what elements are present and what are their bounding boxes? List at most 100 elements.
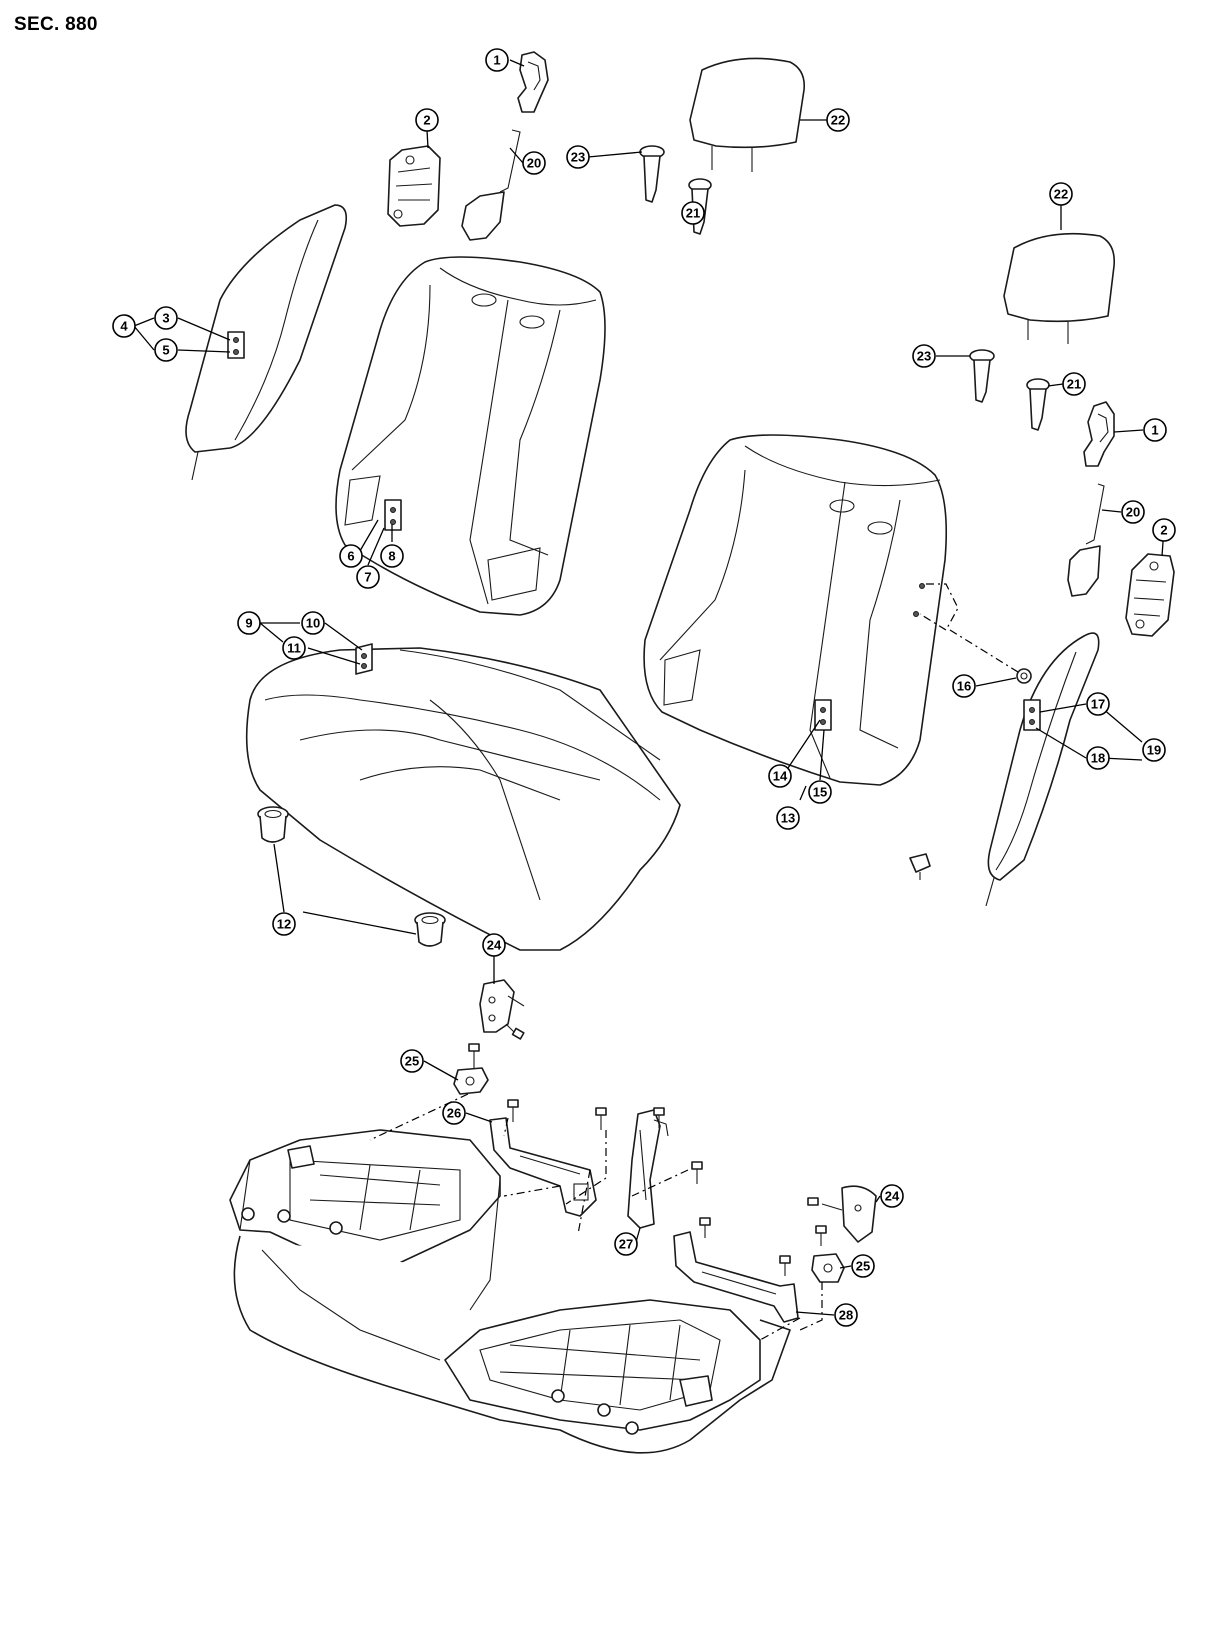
callout-14: 14 (768, 764, 792, 788)
callout-10: 10 (301, 611, 325, 635)
svg-text:21: 21 (686, 206, 700, 221)
part-20-lever-right (1067, 483, 1105, 597)
svg-text:17: 17 (1091, 697, 1105, 712)
callout-26: 26 (442, 1101, 466, 1125)
svg-text:12: 12 (277, 917, 291, 932)
part-16-clip (1016, 668, 1032, 684)
callout-5: 5 (154, 338, 178, 362)
callout-1-top: 1 (485, 48, 509, 72)
callout-7: 7 (356, 565, 380, 589)
svg-text:25: 25 (856, 1259, 870, 1274)
callout-27: 27 (614, 1232, 638, 1256)
svg-text:16: 16 (957, 679, 971, 694)
part-22-headrest-top (689, 57, 806, 172)
callout-13: 13 (776, 806, 800, 830)
callout-21-top: 21 (681, 201, 705, 225)
part-22-headrest-right (1003, 232, 1116, 344)
svg-text:23: 23 (917, 349, 931, 364)
svg-text:11: 11 (287, 641, 301, 656)
callout-4: 4 (112, 314, 136, 338)
svg-text:22: 22 (831, 113, 845, 128)
callout-20-top: 20 (522, 151, 546, 175)
svg-text:1: 1 (493, 53, 500, 68)
part-12-grommet-upper (257, 806, 289, 843)
svg-text:26: 26 (447, 1106, 461, 1121)
callout-21-right: 21 (1062, 372, 1086, 396)
svg-text:27: 27 (619, 1237, 633, 1252)
callout-23-top: 23 (566, 145, 590, 169)
svg-text:4: 4 (120, 319, 128, 334)
svg-text:2: 2 (1160, 523, 1167, 538)
svg-text:2: 2 (423, 113, 430, 128)
callout-2-right: 2 (1152, 518, 1176, 542)
svg-text:9: 9 (245, 616, 252, 631)
callout-12: 12 (272, 912, 296, 936)
seatback-left (335, 256, 606, 616)
callout-1-right: 1 (1143, 418, 1167, 442)
callout-20-right: 20 (1121, 500, 1145, 524)
svg-text:20: 20 (527, 156, 541, 171)
svg-text:21: 21 (1067, 377, 1081, 392)
part-28-hinge-bracket (673, 1231, 799, 1323)
part-25-plate-lower (811, 1253, 845, 1283)
svg-text:1: 1 (1151, 423, 1158, 438)
svg-text:23: 23 (571, 150, 585, 165)
leader-lines (133, 59, 1165, 1316)
svg-text:5: 5 (162, 343, 169, 358)
side-panel-left (185, 204, 348, 481)
part-1-latch-right (1083, 401, 1115, 467)
part-27-center-bracket (627, 1109, 669, 1229)
part-1-latch-top (517, 51, 549, 113)
svg-text:18: 18 (1091, 751, 1105, 766)
seatback-right (643, 434, 947, 786)
svg-text:14: 14 (773, 769, 788, 784)
part-26-hinge-bracket (489, 1117, 597, 1217)
svg-text:20: 20 (1126, 505, 1140, 520)
seat-cushion (245, 643, 681, 951)
part-25-plate-upper (453, 1067, 489, 1095)
side-panel-right (985, 632, 1100, 907)
callout-19: 19 (1142, 738, 1166, 762)
svg-text:10: 10 (306, 616, 320, 631)
part-24-bracket-lower (807, 1185, 877, 1243)
callout-24-lower: 24 (880, 1184, 904, 1208)
part-21-lock-guide-right (1026, 378, 1050, 431)
part-12-grommet-lower (414, 912, 446, 947)
part-23-guide-top (639, 145, 665, 203)
svg-text:24: 24 (487, 938, 502, 953)
screws (507, 1099, 827, 1276)
svg-text:3: 3 (162, 311, 169, 326)
callout-25-lower: 25 (851, 1254, 875, 1278)
callout-28: 28 (834, 1303, 858, 1327)
callout-25-upper: 25 (400, 1049, 424, 1073)
seatback-frame-assembly (229, 1129, 791, 1454)
svg-text:13: 13 (781, 811, 795, 826)
callout-22-right: 22 (1049, 182, 1073, 206)
callout-24-upper: 24 (482, 933, 506, 957)
svg-text:19: 19 (1147, 743, 1161, 758)
svg-text:8: 8 (388, 549, 395, 564)
svg-text:22: 22 (1054, 187, 1068, 202)
callout-8: 8 (380, 544, 404, 568)
callout-16: 16 (952, 674, 976, 698)
svg-text:24: 24 (885, 1189, 900, 1204)
callout-3: 3 (154, 306, 178, 330)
part-23-guide-right (969, 349, 995, 403)
part-2-cover-right (1125, 553, 1175, 637)
svg-text:15: 15 (813, 785, 827, 800)
svg-text:7: 7 (364, 570, 371, 585)
callout-18: 18 (1086, 746, 1110, 770)
section-title: SEC. 880 (14, 14, 98, 35)
callout-2-top: 2 (415, 108, 439, 132)
screw-above-25 (468, 1043, 480, 1070)
callout-15: 15 (808, 780, 832, 804)
callout-6: 6 (339, 544, 363, 568)
callout-23-right: 23 (912, 344, 936, 368)
part-20-lever-top (461, 129, 521, 241)
svg-text:28: 28 (839, 1308, 853, 1323)
callout-9: 9 (237, 611, 261, 635)
svg-text:25: 25 (405, 1054, 419, 1069)
part-24-bracket-upper (479, 979, 525, 1040)
part-2-cover-left (387, 145, 441, 227)
clip-small (909, 853, 931, 880)
